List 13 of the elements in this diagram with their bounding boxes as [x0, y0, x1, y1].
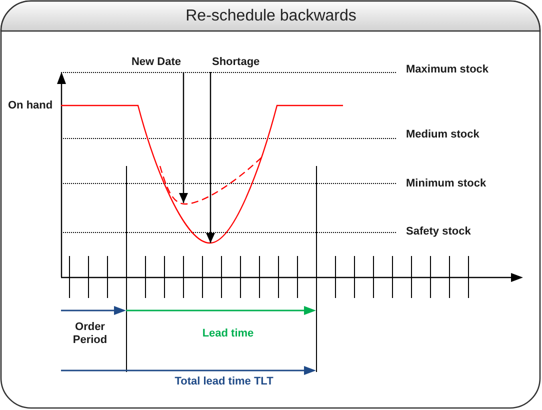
period-label: Total lead time TLT	[174, 376, 274, 388]
stock-level-label: Maximum stock	[406, 64, 489, 76]
pointer-arrow	[179, 72, 188, 203]
pointer-label: New Date	[128, 56, 184, 72]
pointer-arrow	[206, 72, 215, 243]
pointer-label: Shortage	[209, 56, 263, 72]
stock-level-label: Safety stock	[406, 226, 471, 238]
diagram-title: Re-schedule backwards	[186, 6, 356, 26]
stock-level-label: On hand	[8, 100, 53, 112]
period-label: Lead time	[202, 328, 254, 340]
stock-level-label: Minimum stock	[406, 178, 486, 190]
stock-level-label: Medium stock	[406, 128, 480, 142]
period-label: Order Period	[72, 321, 108, 347]
